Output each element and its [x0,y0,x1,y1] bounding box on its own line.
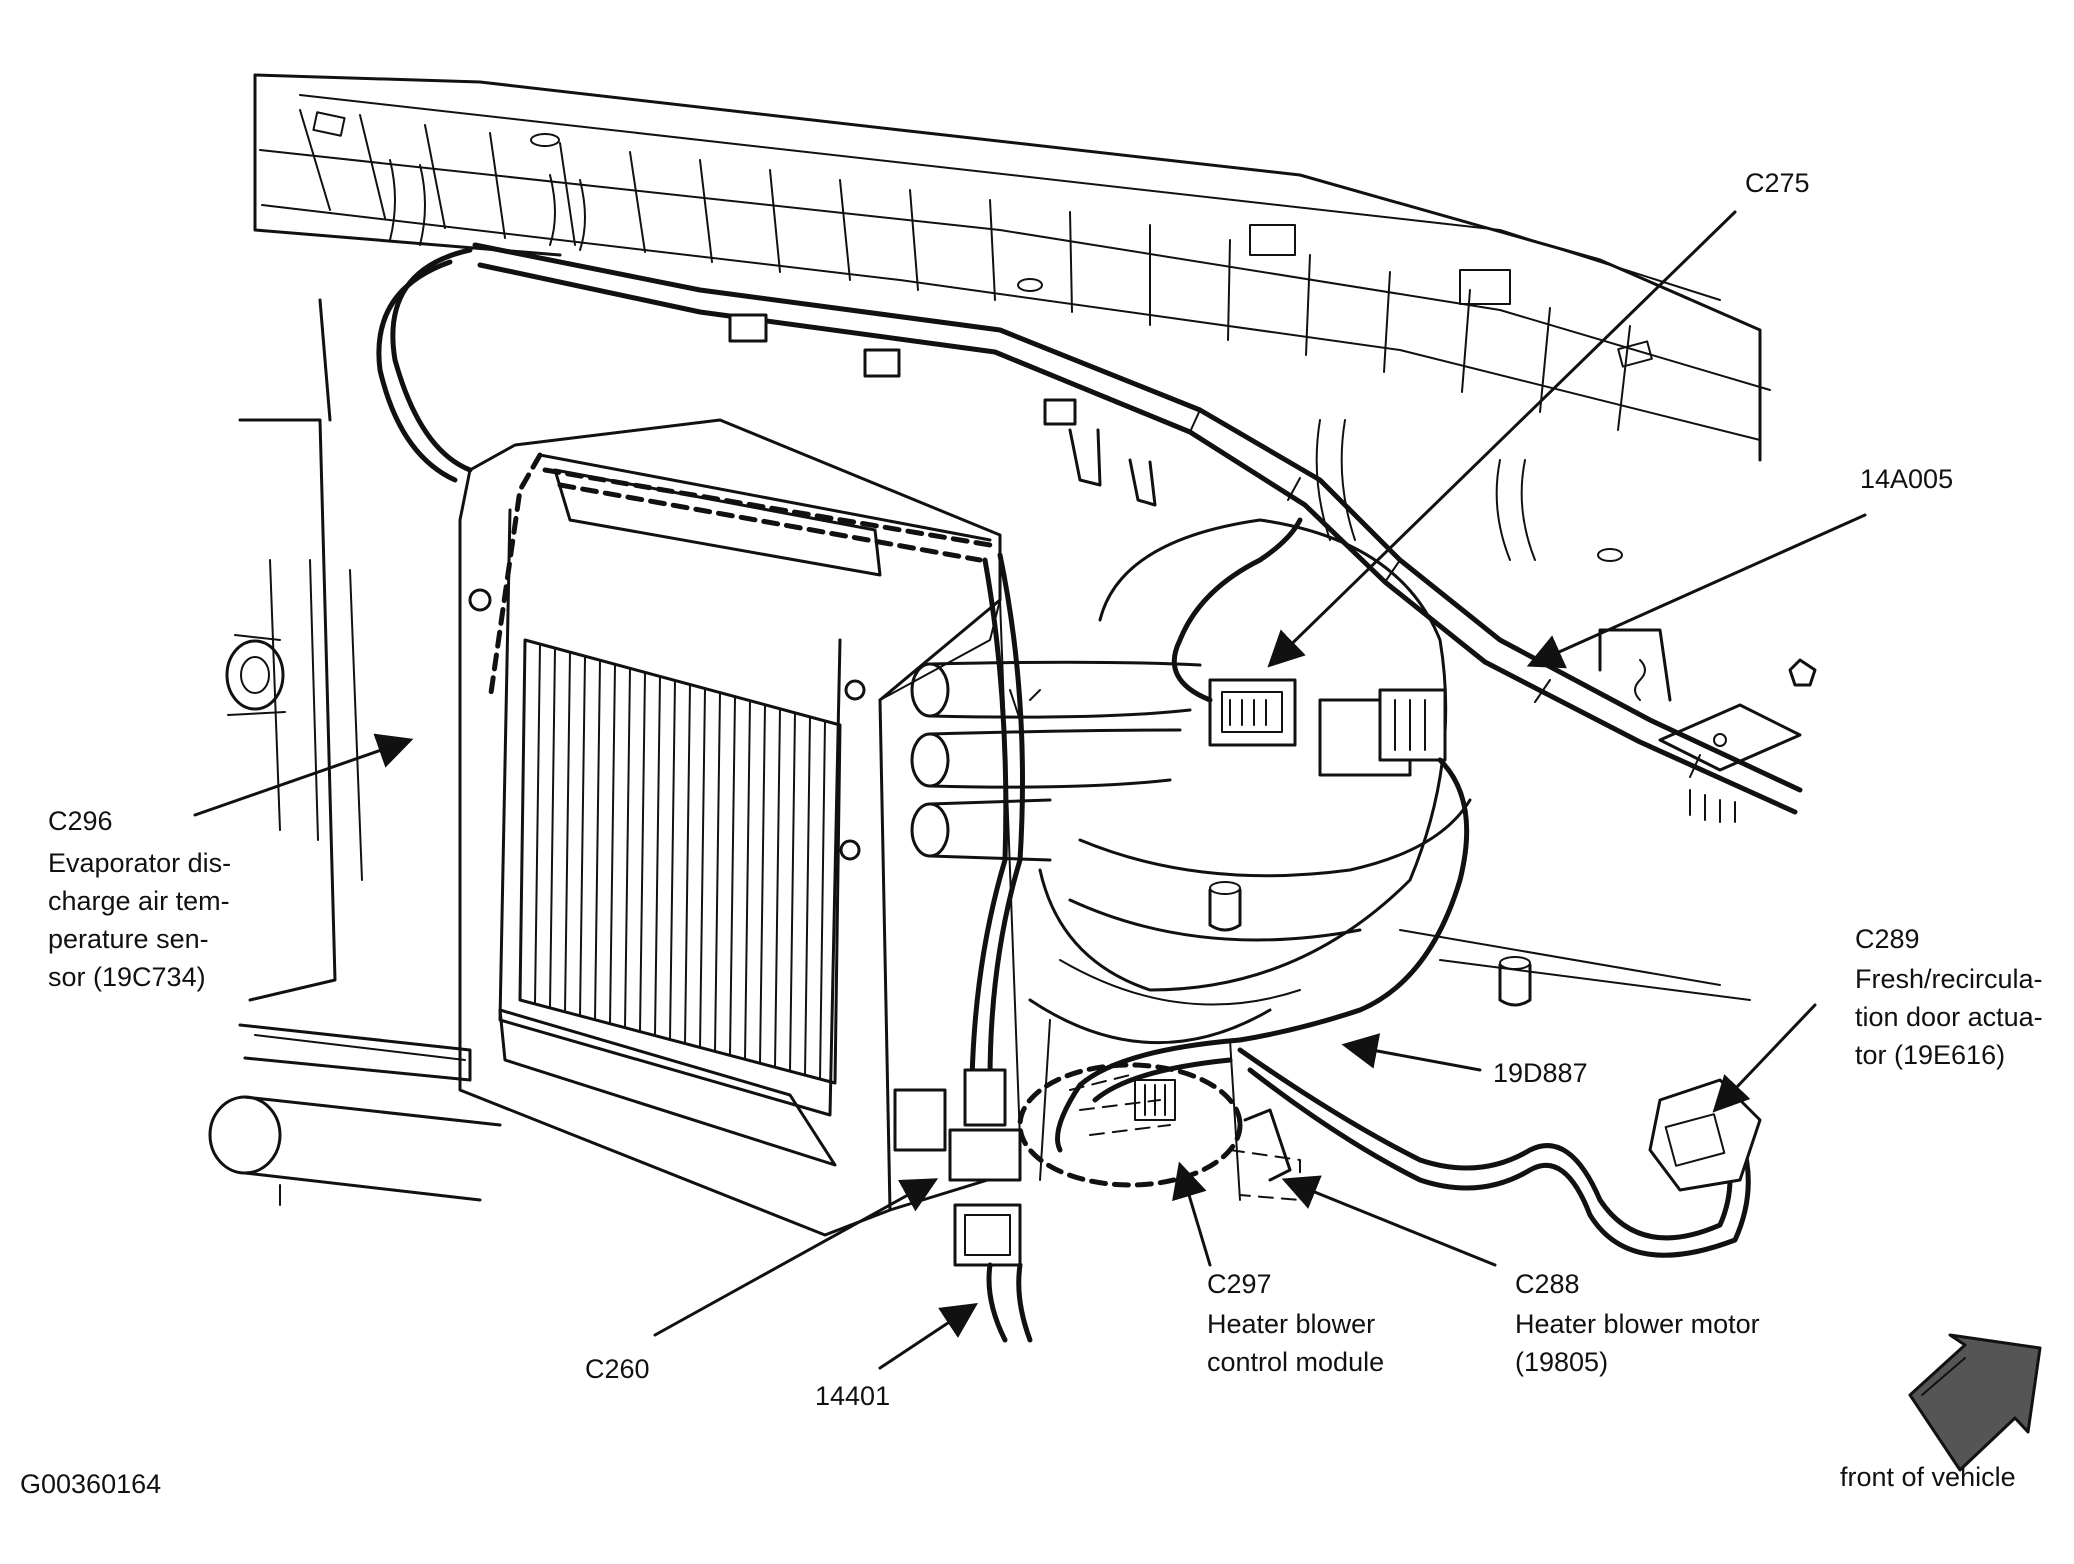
leader-c260 [653,1178,939,1337]
label-c296-code: C296 [48,806,113,836]
leader-c297 [1172,1161,1212,1267]
label-c288-desc-1: Heater blower motor [1515,1309,1760,1339]
leader-c275 [1267,210,1737,668]
callout-leaders [193,210,1867,1370]
label-c297-code: C297 [1207,1269,1272,1299]
label-c297-desc-2: control module [1207,1347,1384,1377]
label-front-of-vehicle: front of vehicle [1840,1462,2016,1492]
callout-labels: C275 14A005 C296 Evaporator dis- charge … [20,168,2043,1499]
hvac-assembly-illustration [208,73,1817,1343]
label-c260: C260 [585,1354,650,1384]
label-c289-desc-2: tion door actua- [1855,1002,2043,1032]
leader-c288 [1281,1175,1497,1267]
leader-14a005 [1526,513,1867,669]
label-c296-desc-2: charge air tem- [48,886,230,916]
heater-hoses [910,660,1202,862]
leader-14401 [878,1303,979,1370]
label-c296-desc-1: Evaporator dis- [48,848,231,878]
label-c296-desc-4: sor (19C734) [48,962,206,992]
cowl-top-panel [253,73,1771,562]
c289-connector [1648,1078,1762,1192]
front-direction-arrow-icon [1908,1333,2042,1472]
c275-connector-pair [1171,517,1470,1043]
blower-module-details [1069,1074,1301,1201]
label-c297-desc-1: Heater blower [1207,1309,1375,1339]
label-c289-desc-3: tor (19E616) [1855,1040,2005,1070]
blower-housing [1017,518,1751,1201]
figure-id: G00360164 [20,1469,161,1499]
label-14401: 14401 [815,1381,890,1411]
label-c289-desc-1: Fresh/recircula- [1855,964,2043,994]
label-c296-desc-3: perature sen- [48,924,209,954]
label-19d887: 19D887 [1493,1058,1588,1088]
leader-19d887 [1341,1033,1482,1072]
harness-19d887 [969,552,1751,1258]
left-bracket-structure [208,298,502,1206]
front-of-vehicle-indicator: front of vehicle [1840,1333,2042,1492]
leader-c296 [193,733,414,817]
label-c288-desc-2: (19805) [1515,1347,1608,1377]
leader-c289 [1712,1003,1817,1113]
label-c275: C275 [1745,168,1810,198]
hvac-housing [458,418,1022,1237]
label-c289-code: C289 [1855,924,1920,954]
c260-14401-connectors [948,1068,1033,1343]
harness-14a005 [376,242,1817,823]
label-c288-code: C288 [1515,1269,1580,1299]
label-14a005: 14A005 [1860,464,1953,494]
